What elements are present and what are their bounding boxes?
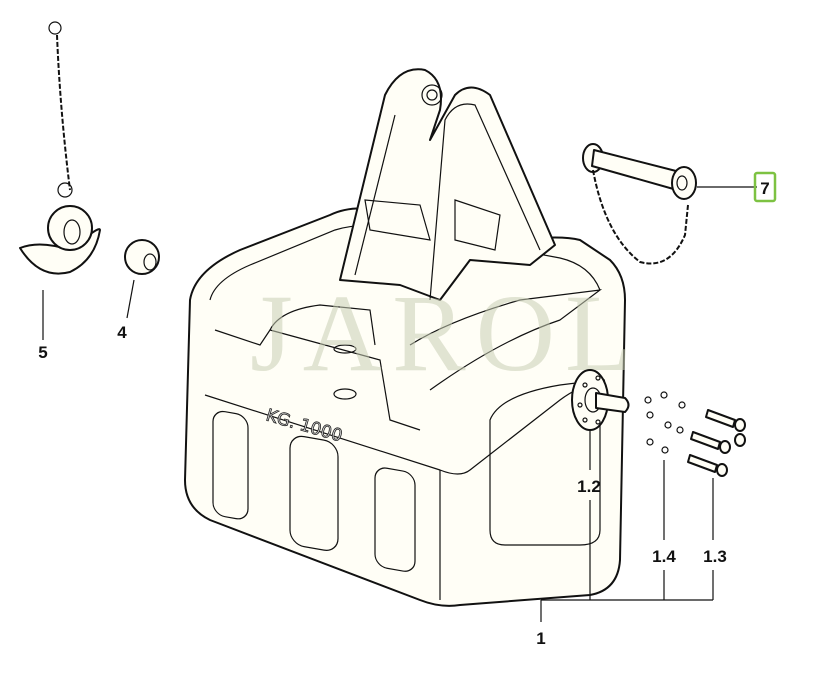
callout-1-3[interactable]: 1.3 [703,547,727,566]
callout-4[interactable]: 4 [117,323,127,342]
washers-part-1-4[interactable] [644,391,686,454]
callout-7-highlight [753,171,777,203]
cap-with-chain-part-5[interactable] [19,21,101,275]
ball-part-4[interactable] [124,239,160,275]
callout-1-2[interactable]: 1.2 [577,477,601,496]
callout-1-4[interactable]: 1.4 [652,547,676,566]
callout-1[interactable]: 1 [536,629,545,648]
flange-part-1-2[interactable] [571,369,630,431]
callout-7[interactable]: 7 [760,179,769,198]
ballast-weight-body[interactable]: KG. 1000 [184,207,626,607]
hitch-bracket [339,68,556,301]
pin-with-chain-part-7[interactable] [582,143,697,265]
leader-lines [42,186,757,622]
callout-5[interactable]: 5 [38,343,47,362]
bolts-part-1-3[interactable] [687,409,746,477]
